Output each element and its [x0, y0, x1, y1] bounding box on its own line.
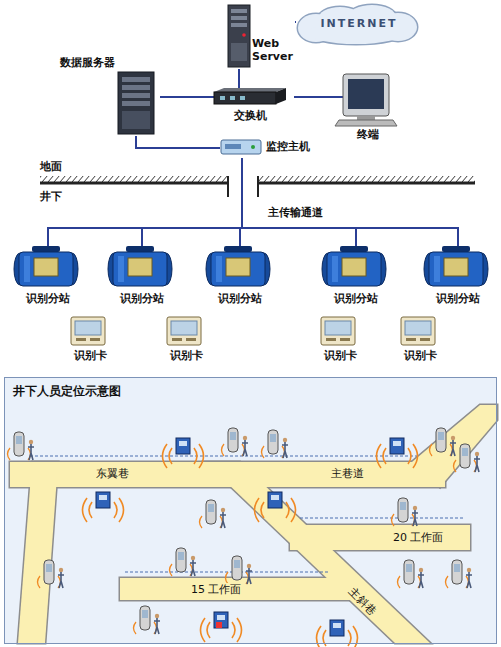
ground-hatch [40, 176, 228, 182]
ground-line [258, 182, 475, 185]
tunnel-label: 东翼巷 [95, 467, 130, 480]
id-card-label: 识别卡 [388, 349, 452, 362]
station-box-label: 识别分站 [198, 292, 282, 305]
monitor-host-label: 监控主机 [266, 140, 310, 153]
id-card: 识别卡 [58, 315, 122, 365]
network-link [142, 158, 242, 248]
station-box: 识别分站 [198, 244, 282, 308]
area-label: 主传输通道 [268, 206, 323, 219]
tunnel [10, 405, 497, 643]
web-server: Web Server [226, 3, 295, 69]
network-link [295, 21, 296, 23]
switch: 交换机 [206, 86, 294, 126]
tunnel-label: 主巷道 [330, 467, 365, 480]
network-link [48, 158, 242, 248]
network-link [136, 136, 220, 148]
id-card: 识别卡 [308, 315, 372, 365]
terminal-label: 终端 [333, 128, 403, 141]
switch-label: 交换机 [206, 109, 294, 122]
area-label: 井下 [40, 190, 62, 203]
terminal: 终端 [333, 72, 403, 142]
tunnel-label: 15 工作面 [190, 583, 243, 596]
id-card-label: 识别卡 [154, 349, 218, 362]
cable [30, 456, 465, 572]
id-card: 识别卡 [154, 315, 218, 365]
id-card-label: 识别卡 [58, 349, 122, 362]
tags-and-readers [8, 428, 481, 647]
station-box-label: 识别分站 [314, 292, 398, 305]
station-box-label: 识别分站 [100, 292, 184, 305]
station-box: 识别分站 [416, 244, 500, 308]
station-box: 识别分站 [100, 244, 184, 308]
ground-hatch [258, 176, 475, 182]
station-box-label: 识别分站 [6, 292, 90, 305]
station-box: 识别分站 [6, 244, 90, 308]
network-link [238, 69, 240, 88]
station-box: 识别分站 [314, 244, 398, 308]
network-link [294, 96, 343, 98]
network-link [242, 158, 356, 248]
network-link [160, 96, 214, 98]
internet-cloud-label: INTERNET [294, 17, 424, 30]
network-link [242, 158, 458, 248]
station-box-label: 识别分站 [416, 292, 500, 305]
data-server: 数据服务器 [58, 56, 160, 136]
panel-ground [4, 377, 497, 644]
tunnel-label: 20 工作面 [392, 531, 445, 544]
id-card-label: 识别卡 [308, 349, 372, 362]
shaft-wall [257, 176, 259, 197]
area-label: 地面 [40, 160, 62, 173]
map-panel-label: 井下人员定位示意图 [13, 384, 121, 398]
map-panel: 井下人员定位示意图 [4, 377, 497, 644]
shaft-wall [227, 176, 229, 197]
id-card: 识别卡 [388, 315, 452, 365]
data-server-label: 数据服务器 [60, 56, 115, 69]
tunnel-outline [10, 405, 497, 643]
web-server-label: Web Server [252, 37, 292, 63]
monitor-host: 监控主机 [220, 136, 324, 158]
ground-line [40, 182, 228, 185]
internet-cloud: INTERNET [294, 4, 424, 46]
